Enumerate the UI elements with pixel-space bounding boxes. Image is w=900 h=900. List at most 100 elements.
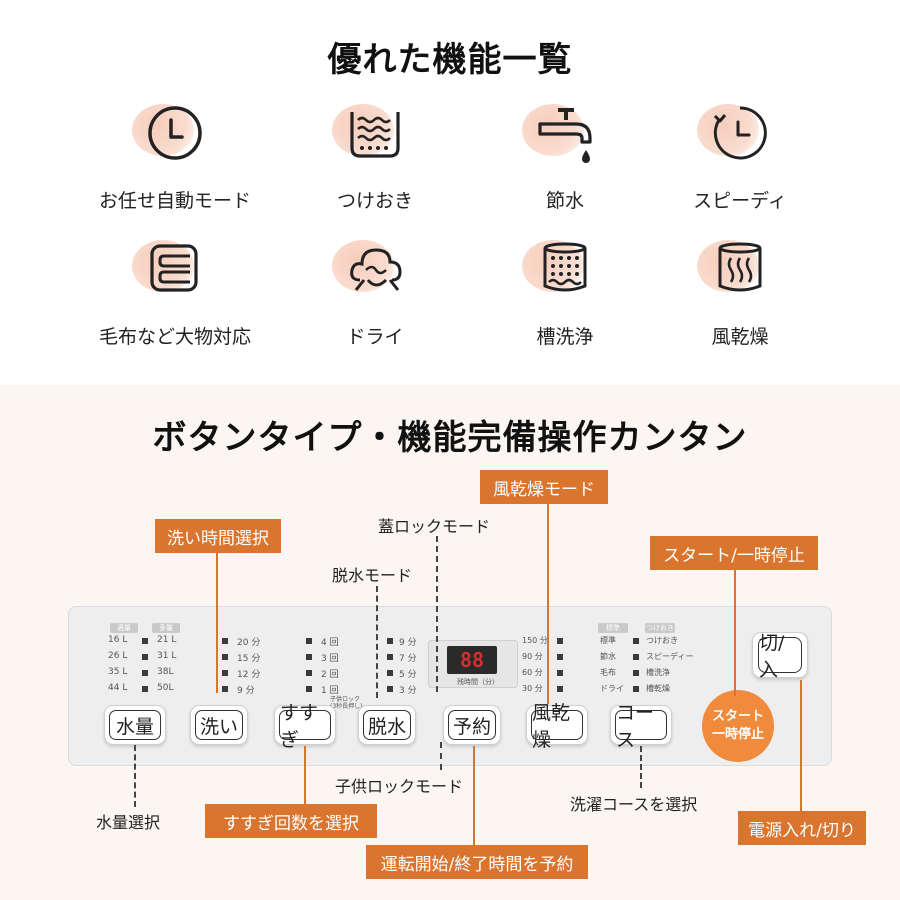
led-indicator [222, 670, 228, 676]
led-indicator [142, 654, 148, 660]
course-option: つけおき [646, 636, 678, 645]
water-level-left: 44 L [108, 683, 128, 693]
wash-time-option: 15 分 [237, 654, 261, 664]
feature-tub-clean: 槽洗浄 [465, 238, 665, 349]
timer-button[interactable]: 予約 [443, 705, 501, 745]
spin-button[interactable]: 脱水 [358, 705, 416, 745]
leader-line [640, 746, 642, 788]
callout-start-pause: スタート/一時停止 [650, 536, 818, 570]
feature-large-items: 毛布など大物対応 [75, 238, 275, 349]
water-level-right: 21 L [157, 635, 177, 645]
feature-label: 節水 [545, 190, 584, 212]
water-header-right: 多量 [152, 623, 180, 633]
leader-line [304, 746, 306, 804]
leader-line [547, 504, 549, 704]
dry-cloud-icon [350, 248, 402, 291]
led-indicator [142, 686, 148, 692]
course-option: 節水 [600, 652, 616, 661]
water-level-button[interactable]: 水量 [104, 705, 166, 745]
led-indicator [142, 670, 148, 676]
feature-wind-dry: 風乾燥 [640, 238, 840, 349]
led-indicator [222, 638, 228, 644]
wash-time-option: 9 分 [237, 686, 255, 696]
time-display: 88 残時間（分） [428, 640, 518, 688]
features-section [0, 0, 900, 385]
features-title: 優れた機能一覧 [327, 40, 573, 80]
child-lock-sub: (3秒長押し) [330, 703, 363, 710]
leader-line [216, 553, 218, 693]
led-indicator [633, 686, 639, 692]
water-level-left: 16 L [108, 635, 128, 645]
water-level-left: 26 L [108, 651, 128, 661]
power-button[interactable]: 切/入 [752, 632, 808, 681]
spin-time-option: 5 分 [399, 670, 417, 680]
led-indicator [306, 638, 312, 644]
speedy-clock-icon [713, 106, 767, 160]
feature-water-saving: 節水 [465, 102, 665, 213]
water-level-right: 38L [157, 667, 174, 677]
leader-line [800, 680, 802, 811]
water-header-left: 適量 [110, 623, 138, 633]
callout-dry-mode: 風乾燥モード [480, 470, 608, 504]
dry-button[interactable]: 風乾燥 [526, 702, 588, 751]
course-option: 毛布 [600, 668, 616, 677]
feature-label: お任せ自動モード [98, 190, 251, 212]
wash-time-option: 12 分 [237, 670, 261, 680]
callout-rinse-count: すすぎ回数を選択 [205, 804, 377, 838]
clock-icon [148, 106, 202, 160]
dry-time-option: 150 分 [522, 636, 548, 645]
rinse-count-option: 3 回 [321, 654, 339, 664]
dry-time-option: 30 分 [522, 684, 543, 693]
feature-label: スピーディ [693, 190, 787, 212]
feature-label: ドライ [346, 326, 404, 348]
rinse-count-option: 1 回 [321, 686, 339, 696]
leader-line [734, 570, 736, 696]
callout-wash-time: 洗い時間選択 [155, 519, 281, 553]
rinse-count-option: 2 回 [321, 670, 339, 680]
spin-time-option: 7 分 [399, 654, 417, 664]
course-option: ドライ [600, 684, 624, 693]
spin-time-option: 3 分 [399, 686, 417, 696]
wind-dry-icon [718, 242, 762, 292]
dry-time-option: 90 分 [522, 652, 543, 661]
course-option: 標準 [600, 636, 616, 645]
wash-button[interactable]: 洗い [190, 705, 248, 745]
led-indicator [633, 670, 639, 676]
led-indicator [557, 686, 563, 692]
led-indicator [633, 654, 639, 660]
led-indicator [557, 670, 563, 676]
child-lock-note: 子供ロック [330, 696, 361, 703]
display-caption: 残時間（分） [457, 678, 499, 686]
course-option: 槽洗浄 [646, 668, 670, 677]
led-indicator [306, 686, 312, 692]
tub-clean-icon [543, 242, 587, 292]
led-indicator [557, 638, 563, 644]
course-option: スピーディー [646, 652, 694, 661]
feature-auto-mode: お任せ自動モード [75, 102, 275, 213]
dry-time-option: 60 分 [522, 668, 543, 677]
course-button[interactable]: コース [610, 702, 672, 751]
leader-line [376, 586, 378, 698]
callout-child-lock: 子供ロックモード [335, 777, 464, 796]
callout-timer-reserve: 運転開始/終了時間を予約 [366, 845, 588, 879]
blanket-icon [150, 244, 198, 292]
leader-line [440, 742, 442, 770]
faucet-icon [538, 108, 592, 163]
led-indicator [306, 654, 312, 660]
led-indicator [387, 670, 393, 676]
feature-soak: つけおき [275, 102, 475, 213]
water-level-right: 50L [157, 683, 174, 693]
callout-spin-mode: 脱水モード [332, 566, 413, 585]
callout-power-onoff: 電源入れ/切り [738, 811, 866, 845]
feature-dry: ドライ [275, 238, 475, 349]
course-option: 槽乾燥 [646, 684, 670, 693]
feature-label: 槽洗浄 [536, 326, 594, 348]
leader-line [436, 536, 438, 692]
feature-label: 毛布など大物対応 [98, 326, 251, 348]
rinse-count-option: 4 回 [321, 638, 339, 648]
led-indicator [306, 670, 312, 676]
soak-tub-icon [350, 112, 400, 158]
rinse-button[interactable]: すすぎ [274, 702, 336, 751]
callout-lid-lock: 蓋ロックモード [378, 517, 491, 536]
start-pause-button[interactable]: スタート 一時停止 [702, 690, 774, 762]
